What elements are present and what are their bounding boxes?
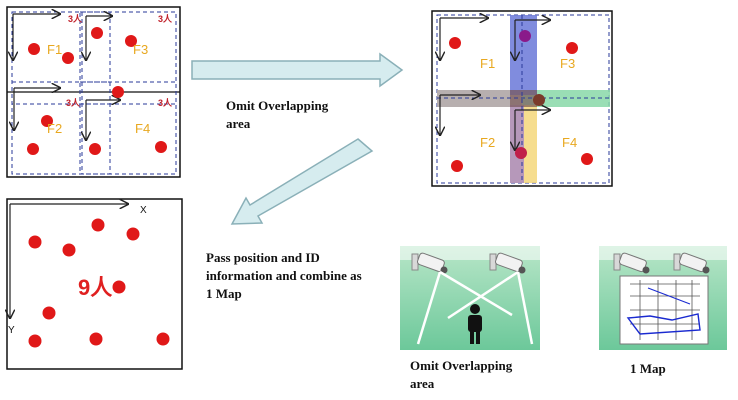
step2-line: 1 Map	[206, 286, 242, 301]
person-dot	[451, 160, 463, 172]
person-dot	[89, 143, 101, 155]
person-dot	[42, 306, 56, 320]
person-dot	[28, 235, 42, 249]
four-camera-panel: F1 F3 F2 F4 3人 3人 3人 3人	[6, 6, 181, 178]
count-label: 3人	[66, 97, 81, 108]
person-dot	[515, 147, 527, 159]
floor-label-f3: F3	[560, 56, 575, 71]
person-dot	[62, 52, 74, 64]
count-label: 3人	[68, 13, 83, 24]
floor-label-f4: F4	[562, 135, 577, 150]
merged-count-label: 9人	[78, 275, 112, 300]
camera-icon	[673, 252, 710, 274]
person-dot	[28, 43, 40, 55]
person-dot	[27, 143, 39, 155]
person-dot	[125, 35, 137, 47]
person-dot	[156, 332, 170, 346]
person-dot	[449, 37, 461, 49]
step2-line: information and combine as	[206, 268, 362, 283]
flow-arrow-diagonal	[230, 138, 374, 225]
flow-arrow-right	[191, 52, 404, 88]
caption-line: area	[410, 376, 435, 391]
caption-line: 1 Map	[630, 361, 666, 376]
count-label: 3人	[158, 13, 173, 24]
x-axis-label: X	[140, 205, 147, 216]
person-dot	[155, 141, 167, 153]
camera-icon	[411, 252, 448, 274]
floor-label-f4: F4	[135, 121, 150, 136]
step1-line: Omit Overlapping	[226, 98, 329, 113]
floor-label-f2: F2	[480, 135, 495, 150]
count-label: 3人	[158, 97, 173, 108]
combined-map-panel: X Y 9人	[7, 198, 183, 370]
step2-text: Pass position and ID information and com…	[206, 249, 362, 303]
y-axis-label: Y	[8, 325, 15, 336]
floor-label-f1: F1	[480, 56, 495, 71]
person-dot	[41, 115, 53, 127]
step1-line: area	[226, 116, 251, 131]
person-silhouette-icon	[468, 304, 482, 344]
person-dot	[62, 243, 76, 257]
person-dot	[89, 332, 103, 346]
map-photo	[599, 246, 727, 350]
camera-icon	[489, 252, 526, 274]
person-dot	[91, 218, 105, 232]
person-dot	[112, 280, 126, 294]
person-dot	[519, 30, 531, 42]
step2-line: Pass position and ID	[206, 250, 320, 265]
floor-label-f2: F2	[47, 121, 62, 136]
overlap-photo	[400, 246, 540, 350]
person-dot	[91, 27, 103, 39]
map-photo-caption: 1 Map	[630, 360, 666, 378]
floor-plan-icon	[619, 275, 709, 345]
person-dot	[581, 153, 593, 165]
person-dot	[28, 334, 42, 348]
overlap-photo-caption: Omit Overlapping area	[410, 357, 512, 393]
overlap-panel: F1 F3 F2 F4	[431, 10, 613, 187]
floor-label-f1: F1	[47, 42, 62, 57]
person-dot	[126, 227, 140, 241]
caption-line: Omit Overlapping	[410, 358, 513, 373]
person-dot	[112, 86, 124, 98]
step1-text: Omit Overlapping area	[226, 97, 328, 133]
floor-label-f3: F3	[133, 42, 148, 57]
camera-icon	[613, 252, 650, 274]
person-dot	[533, 94, 545, 106]
person-dot	[566, 42, 578, 54]
